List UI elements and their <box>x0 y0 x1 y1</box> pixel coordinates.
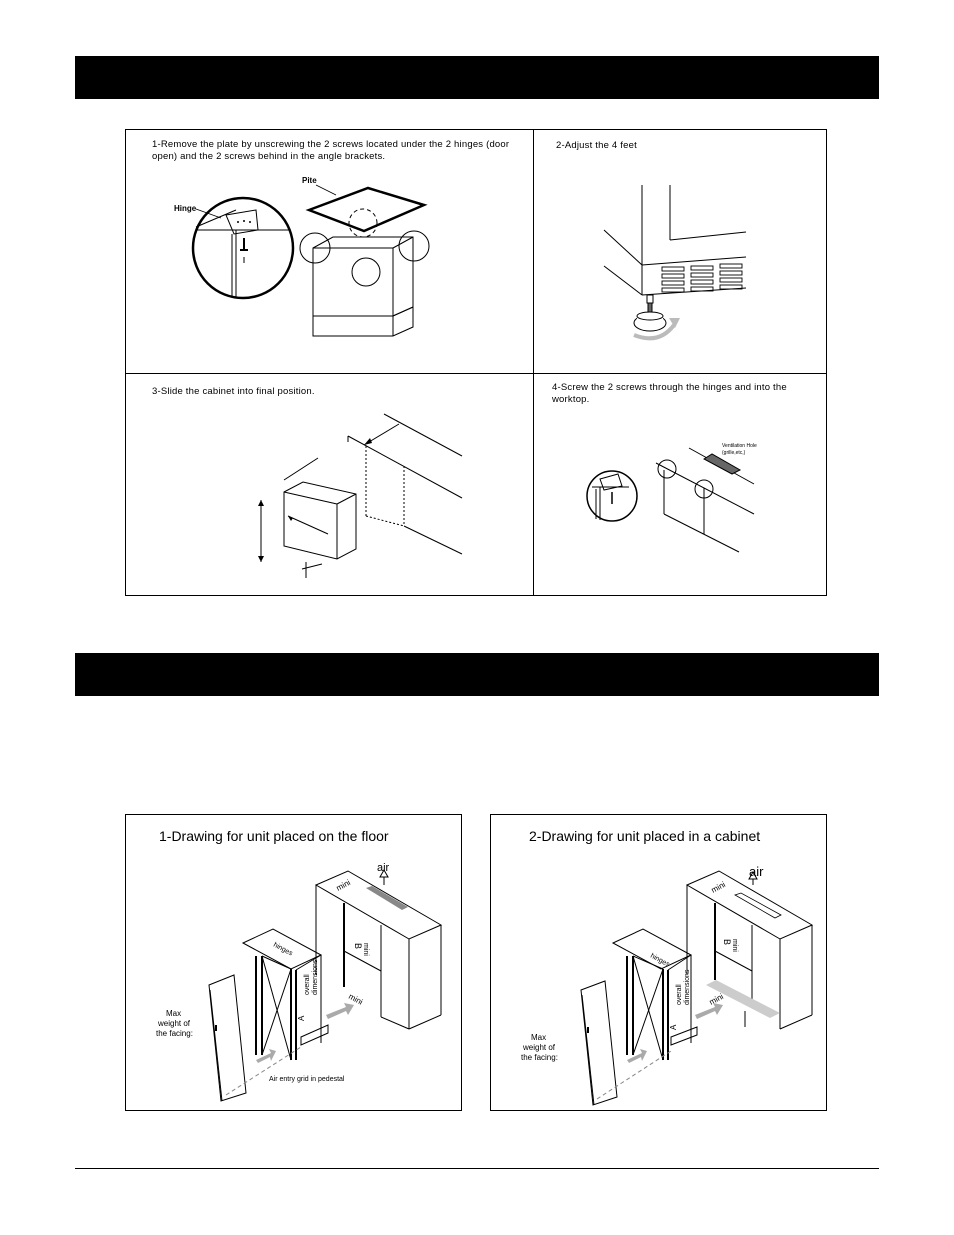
screw-detail-circle <box>586 470 638 522</box>
step-1-illustration: Hinge Pite <box>174 176 430 337</box>
cabinet-drawing-illustration: mini air B mini mini hinges overall dime… <box>521 864 814 1106</box>
step-1-caption: 1-Remove the plate by unscrewing the 2 s… <box>152 139 510 162</box>
mini-label-top-cabinet: mini <box>710 880 727 895</box>
overall-label-cabinet: overall <box>676 984 683 1005</box>
section-header-bar-middle <box>75 653 879 696</box>
max-weight-3-cabinet: the facing: <box>521 1053 558 1062</box>
installation-steps-panel: 1-Remove the plate by unscrewing the 2 s… <box>125 129 827 596</box>
hinges-label-cabinet: hinges <box>649 953 671 969</box>
dimensions-label-floor: dimensions <box>312 959 319 995</box>
door-facing-cabinet <box>580 980 618 1106</box>
grid-divider-vertical <box>533 130 534 595</box>
cabinet-drawing-panel: 2-Drawing for unit placed in a cabinet m… <box>490 814 827 1111</box>
ventilation-grille <box>703 453 742 475</box>
air-entry-label: Air entry grid in pedestal <box>269 1076 345 1083</box>
hinge-detail-circle <box>191 196 295 300</box>
hinge-label: Hinge <box>174 204 197 213</box>
section-header-bar-top <box>75 56 879 99</box>
step-2-caption: 2-Adjust the 4 feet <box>556 140 637 151</box>
max-weight-1-floor: Max <box>166 1009 181 1018</box>
footer-rule <box>75 1168 879 1169</box>
vent-grille-cabinet <box>734 892 782 919</box>
mini-label-top: mini <box>335 878 352 893</box>
top-plate <box>305 186 428 233</box>
cabinet-drawing-title: 2-Drawing for unit placed in a cabinet <box>529 828 761 844</box>
floor-drawing-illustration: mini air B mini mini hinges overall dime… <box>156 862 443 1102</box>
step-3-illustration <box>258 413 463 578</box>
hinges-label-floor: hinges <box>272 942 294 958</box>
vent-grille-floor <box>366 886 408 910</box>
b-label-floor: B <box>353 943 363 949</box>
step-3-cell: 3-Slide the cabinet into final position. <box>126 374 533 595</box>
max-weight-2-cabinet: weight of <box>522 1043 556 1052</box>
floor-drawing-title: 1-Drawing for unit placed on the floor <box>159 828 389 844</box>
a-label-cabinet: A <box>669 1024 678 1030</box>
door-facing-floor <box>208 974 247 1102</box>
step-3-caption: 3-Slide the cabinet into final position. <box>152 386 315 397</box>
floor-drawing-panel: 1-Drawing for unit placed on the floor m… <box>125 814 462 1111</box>
ventilation-label: Ventilation Hole <box>722 443 757 449</box>
max-weight-3-floor: the facing: <box>156 1029 193 1038</box>
step-4-cell: 4-Screw the 2 screws through the hinges … <box>534 374 826 595</box>
step-2-illustration <box>603 185 747 341</box>
vent-slots <box>661 263 743 293</box>
step-2-cell: 2-Adjust the 4 feet <box>534 130 826 373</box>
plate-label: Pite <box>302 176 317 185</box>
step-1-cell: 1-Remove the plate by unscrewing the 2 s… <box>126 130 533 373</box>
b-label-cabinet: B <box>722 939 732 945</box>
dimensions-label-cabinet: dimensions <box>684 969 691 1005</box>
max-weight-2-floor: weight of <box>157 1019 191 1028</box>
air-label-floor: air <box>377 862 390 874</box>
mini-label-b-cabinet: mini <box>731 939 738 952</box>
step-4-illustration: Ventilation Hole (grille,etc,) <box>586 443 757 553</box>
overall-label-floor: overall <box>304 974 311 995</box>
grid-divider-horizontal <box>126 373 826 374</box>
mini-label-b-floor: mini <box>362 943 369 956</box>
step-4-caption: 4-Screw the 2 screws through the hinges … <box>552 382 787 405</box>
ventilation-sublabel: (grille,etc,) <box>722 450 746 456</box>
a-label-floor: A <box>297 1015 306 1021</box>
rotation-arrow <box>633 323 676 341</box>
max-weight-1-cabinet: Max <box>531 1033 546 1042</box>
air-label-cabinet: air <box>749 864 764 879</box>
